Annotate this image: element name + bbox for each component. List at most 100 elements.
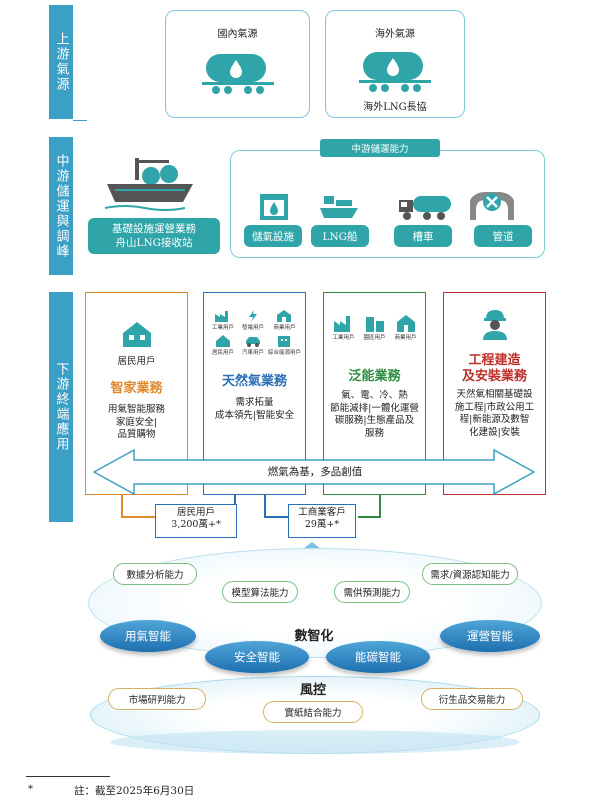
demand-resource-cognition-capability: 需求/資源認知能力 [422,563,518,585]
operation-intelligence-chip: 運營智能 [440,620,540,652]
natural-gas-desc: 需求拓量 成本領先|智能安全 [204,397,305,422]
integrated-energy-user-cell: 綜合能源用戶 [268,334,301,356]
upstream-label: 上游氣源 [49,5,73,119]
industrial-user-cell: 工業用戶 [208,309,238,331]
safety-intelligence-chip: 安全智能 [205,641,309,673]
storage-facility-icon [260,194,288,220]
commercial-stat-box: 工商業客戶 29萬+* [288,504,356,538]
desc-line: 氣、電、冷、熱 [341,390,408,401]
data-analysis-capability: 數據分析能力 [113,563,197,585]
vehicle-user-cell: 汽車用戶 [238,334,268,356]
engineering-title: 工程建造 及安裝業務 [444,353,545,385]
terminal-line1: 基礎設施運營業務 [112,223,196,235]
desc-line: 節能減排|一體化運營 [330,402,419,414]
tank-icon [359,52,431,92]
domestic-source-box: 國內氣源 [165,10,310,118]
lng-ship-label: LNG船 [311,225,369,247]
model-algorithm-capability: 模型算法能力 [222,581,298,603]
risk-control-label: 風控 [299,683,326,698]
pan-energy-desc: 氣、電、冷、熱 節能減排|一體化運營 碳服務|生態產品及 服務 [324,390,425,440]
stat-value: 29萬+* [304,519,340,530]
stat-label: 工商業客戶 [298,507,346,518]
office-buildings-icon [365,317,384,332]
icon-caption: 工業用戶 [211,325,234,331]
energy-carbon-intelligence-chip: 能碳智能 [326,641,430,673]
icon-caption: 居民用戶 [211,350,234,356]
overseas-source-label: 海外氣源 [375,29,415,40]
resident-user-cell: 居民用戶 [208,334,238,356]
lng-terminal-label: 基礎設施運營業務 舟山LNG接收站 [88,218,220,254]
derivatives-trading-capability: 衍生品交易能力 [421,688,523,710]
desc-line: 品質購物 [117,429,156,440]
overseas-lng-note: 海外LNG長協 [363,102,427,113]
stat-connectors [121,495,381,518]
domestic-source-label: 國內氣源 [217,29,258,40]
footnote-text: 註：截至2025年6月30日 [74,785,195,797]
overseas-source-box: 海外氣源 海外LNG長協 [325,10,465,118]
desc-line: 用氣智能服務 [107,404,165,415]
tank-truck-icon [399,196,451,220]
desc-line: 程|新能源及數智 [459,414,530,425]
terminal-line2: 舟山LNG接收站 [115,237,193,249]
upstream-divider [73,120,87,121]
lightning-icon [248,310,257,322]
natural-gas-icon-grid: 工業用戶 發電用戶 商業用戶 居民用戶 汽車用戶 綜合能源用戶 [208,309,301,356]
icon-caption: 商業用戶 [394,335,417,341]
commercial-user-cell: 商業用戶 [268,309,301,331]
residential-stat-box: 居民用戶 3,200萬+* [155,504,237,538]
desc-line: 服務 [364,427,384,439]
stat-label: 居民用戶 [176,507,215,518]
pan-energy-icon-row: 工業用戶 園區用戶 商業用戶 [328,313,421,341]
tank-truck-label: 槽車 [394,225,452,247]
pipeline-icon [470,192,514,220]
worker-icon [482,310,507,340]
icon-caption: 發電用戶 [241,325,264,331]
downstream-label: 下游終端應用 [49,292,73,522]
double-arrow [92,448,536,496]
factory-icon [333,316,350,332]
market-research-capability: 市場研判能力 [108,688,206,710]
tank-icon [201,54,274,94]
gas-intelligence-chip: 用氣智能 [100,620,196,652]
engineering-desc: 天然氣相關基礎設 施工程|市政公用工 程|新能源及數智 化建設|安裝 [444,389,545,439]
industrial-user-cell: 工業用戶 [328,313,359,341]
storage-facility-label: 儲氣設施 [244,225,302,247]
digital-label: 數智化 [294,629,334,644]
desc-line: 施工程|市政公用工 [454,401,535,413]
park-user-cell: 園區用戶 [359,313,390,341]
commercial-user-cell: 商業用戶 [390,313,421,341]
smart-home-title: 智家業務 [110,381,163,396]
lng-ship-small-icon [320,196,358,218]
natural-gas-title: 天然氣業務 [221,374,287,389]
desc-line: 化建設|安裝 [469,426,520,438]
shop-icon [277,310,292,322]
house-icon [122,322,151,347]
pan-energy-title: 泛能業務 [348,369,401,384]
footnote-marker: * [28,784,33,795]
icon-caption: 園區用戶 [363,335,386,341]
shop-icon [396,315,415,332]
icon-caption: 工業用戶 [332,335,355,341]
smart-home-desc: 用氣智能服務 家庭安全| 品質購物 [86,404,187,442]
icon-caption: 綜合能源用戶 [267,350,301,356]
desc-line: 需求拓量 [235,397,274,408]
platform-base [110,730,520,754]
title-line: 及安裝業務 [461,369,527,384]
storage-capacity-title: 中游儲運能力 [320,139,440,157]
factory-icon [214,311,228,322]
power-user-cell: 發電用戶 [238,309,268,331]
midstream-label: 中游儲運與調峰 [49,137,73,275]
resident-user-label: 居民用戶 [117,356,156,367]
desc-line: 天然氣相關基礎設 [456,389,533,400]
demand-forecast-capability: 需供預測能力 [334,581,410,603]
house-small-icon [215,335,230,347]
icon-caption: 商業用戶 [273,325,296,331]
pipeline-label: 管道 [474,225,532,247]
arrow-text: 燃氣為基，多品創值 [267,466,363,478]
footnote-rule [26,776,110,777]
car-icon [245,337,260,347]
desc-line: 成本領先|智能安全 [214,409,295,421]
desc-line: 碳服務|生態產品及 [334,415,415,426]
stat-value: 3,200萬+* [171,519,221,530]
title-line: 工程建造 [468,353,521,368]
